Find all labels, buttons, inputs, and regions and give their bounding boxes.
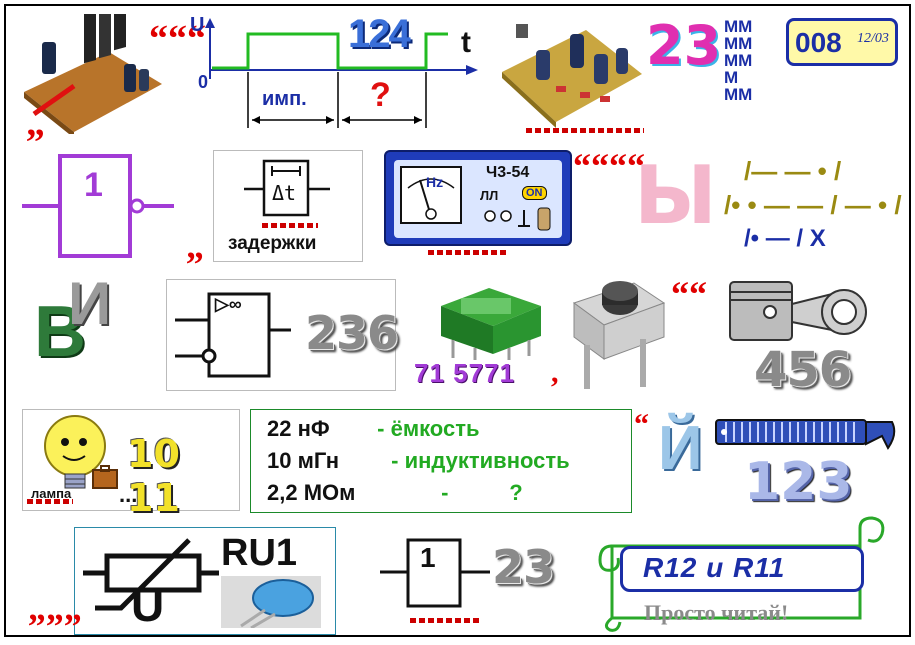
axis-u-label: U xyxy=(190,14,205,36)
lamp-dots: ... xyxy=(119,482,138,507)
number-23-metal: 23 xyxy=(492,540,555,594)
unit-meaning: индуктивность xyxy=(404,448,570,473)
unit-meaning: ? xyxy=(509,480,523,505)
number-456: 456 xyxy=(754,342,852,398)
morse-line: /• — / X xyxy=(744,225,826,252)
quote-marks-low: „ xyxy=(186,226,204,266)
piston-image xyxy=(729,281,867,341)
circuit-board-image xyxy=(502,24,642,128)
gap-question: ? xyxy=(370,76,391,114)
rebus-board: “““ „ U t 0 имп. ? 124 23 ММ xyxy=(4,4,911,637)
letters-m-line: ММ xyxy=(724,17,753,36)
unit-value: 2,2 МОм xyxy=(267,480,356,505)
letters-m-line: М xyxy=(724,68,739,87)
transformer-code: 71 5771 xyxy=(414,358,515,388)
unit-value: 10 мГн xyxy=(267,448,340,473)
scroll-label-box: R12 и R11 xyxy=(620,546,864,592)
dots-red xyxy=(410,618,482,623)
tact-button-image xyxy=(564,273,668,393)
letters-m-group: ММ ММ ММ М ММ xyxy=(724,18,752,103)
letters-m-line: ММ xyxy=(724,85,753,104)
trigger-symbol xyxy=(175,292,291,378)
dots-red xyxy=(262,223,318,228)
badge-signature: 12/03 xyxy=(857,31,889,46)
pulse-digits: 124 xyxy=(348,12,411,56)
delay-box: Δt задержки xyxy=(213,150,363,262)
badge-008: 008 12/03 xyxy=(786,18,898,66)
meter-knobs xyxy=(484,207,551,231)
varistor-symbol xyxy=(83,538,219,611)
delay-word: задержки xyxy=(228,233,317,254)
footer-text: Просто читай! xyxy=(644,600,789,625)
varistor-u: U xyxy=(131,579,165,631)
meter-dial xyxy=(400,166,462,224)
delay-symbol xyxy=(244,159,330,217)
unit-dash: - xyxy=(441,480,449,505)
letter-y-short: Й xyxy=(658,414,703,483)
file-tool-image xyxy=(715,419,896,450)
quote-marks-low: „ xyxy=(26,102,45,144)
axis-t-label: t xyxy=(461,26,471,59)
transformer-image xyxy=(441,288,541,360)
unit-row: 22 нФ - ёмкость xyxy=(267,416,480,442)
varistor-box: U RU1 xyxy=(74,527,336,635)
letter-v: В xyxy=(34,292,86,372)
trigger-label: ▷∞ xyxy=(215,294,242,314)
letter-y: Ы xyxy=(634,149,717,242)
number-123: 123 xyxy=(744,452,853,512)
lamp-character xyxy=(44,415,118,489)
heatsink-board-image xyxy=(24,14,162,134)
unit-dash: - xyxy=(377,416,385,441)
not-gate-label: 1 xyxy=(84,166,103,204)
quote-marks: ““ xyxy=(671,274,707,314)
unit-row: 10 мГн - индуктивность xyxy=(267,448,570,474)
frequency-meter: Hz Ч3-54 ЛЛ ON xyxy=(384,150,572,246)
letter-i: И xyxy=(68,270,112,337)
meter-pulse-icon: ЛЛ xyxy=(480,188,499,203)
morse-line: /— — • / xyxy=(744,156,842,186)
number-236: 236 xyxy=(305,306,399,360)
meter-on-indicator: ON xyxy=(522,186,547,200)
unit-value: 22 нФ xyxy=(267,416,330,441)
meter-hz: Hz xyxy=(426,174,444,190)
units-box: 22 нФ - ёмкость 10 мГн - индуктивность 2… xyxy=(250,409,632,513)
varistor-label: RU1 xyxy=(221,532,298,574)
axis-origin-label: 0 xyxy=(198,72,209,92)
quote-marks-low: „„„ xyxy=(28,588,82,628)
badge-number: 008 xyxy=(795,27,842,58)
meter-model: Ч3-54 xyxy=(486,164,530,181)
quote-single: “ xyxy=(634,408,649,441)
morse-line: /• • — — / — • / xyxy=(724,190,902,220)
gate-one-symbol xyxy=(380,538,490,608)
delay-delta-t: Δt xyxy=(272,181,297,205)
letters-m-line: ММ xyxy=(724,34,753,53)
unit-row: 2,2 МОм - ? xyxy=(267,480,523,506)
pulse-label: имп. xyxy=(262,88,307,110)
not-gate-symbol xyxy=(22,154,174,258)
lamp-word: лампа xyxy=(31,486,72,501)
lamp-numbers: 10 11 xyxy=(127,432,180,520)
pulse-diagram xyxy=(205,18,478,128)
lamp-box: лампа ... 10 11 xyxy=(22,409,240,520)
quote-marks: “““ xyxy=(149,18,206,60)
gate-one-label: 1 xyxy=(420,542,436,573)
dots-red xyxy=(27,499,73,504)
quote-marks: ““““ xyxy=(573,146,645,186)
trigger-box: ▷∞ 236 xyxy=(166,279,399,391)
number-23: 23 xyxy=(646,14,722,77)
unit-meaning: ёмкость xyxy=(390,416,480,441)
dots-red xyxy=(428,250,508,255)
varistor-photo xyxy=(221,576,321,630)
scroll-text: R12 и R11 xyxy=(643,552,786,583)
morse-code: /— — • / /• • — — / — • / /• — / X xyxy=(724,154,902,256)
letters-m-line: ММ xyxy=(724,51,753,70)
unit-dash: - xyxy=(391,448,399,473)
dots-red xyxy=(526,128,644,133)
quote-comma: , xyxy=(551,356,559,389)
